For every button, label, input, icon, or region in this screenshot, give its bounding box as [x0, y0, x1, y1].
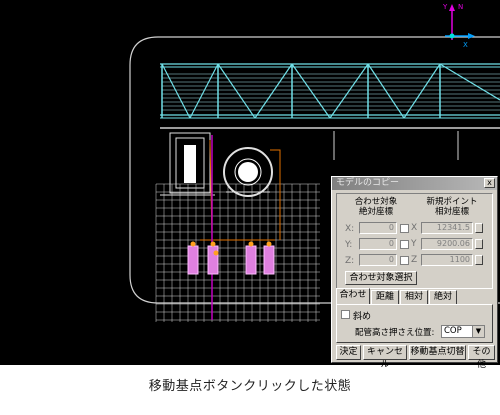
new-x-field[interactable]: 12341.5 [421, 222, 473, 234]
new-y-field[interactable]: 9200.06 [421, 238, 473, 250]
tab-distance[interactable]: 距離 [371, 290, 399, 304]
target-x-field[interactable]: 0 [359, 222, 397, 234]
grid-floor [155, 183, 320, 322]
equipment-blocks [187, 245, 275, 275]
equip-3 [245, 245, 257, 275]
lock-z-checkbox[interactable] [400, 256, 409, 265]
equip-2 [207, 245, 219, 275]
caption: 移動基点ボタンクリックした状態 [148, 379, 352, 394]
pipe-2 [270, 149, 281, 240]
axis-x-label: X [463, 41, 468, 49]
lock-y-label: Y [411, 239, 417, 249]
close-icon: x [487, 178, 492, 187]
tank-inner [234, 158, 262, 186]
pipe-height-select[interactable]: COP ▼ [441, 325, 485, 338]
chevron-down-icon: ▼ [472, 326, 484, 337]
tab-relative[interactable]: 相対 [400, 290, 428, 304]
lock-y-checkbox[interactable] [400, 240, 409, 249]
target-header-line2: 絶対座標 [358, 207, 393, 217]
axis-indicator: Y N X [442, 3, 475, 49]
lock-x-label: X [411, 223, 418, 233]
target-z-field[interactable]: 0 [359, 254, 397, 266]
confirm-button[interactable]: 決定 [336, 345, 361, 360]
new-point-header: 新規ポイント 相対座標 [419, 197, 485, 217]
select-target-button[interactable]: 合わせ対象選択 [345, 271, 417, 285]
pipe-height-value: COP [444, 326, 462, 336]
cad-line [161, 63, 191, 119]
tab-align[interactable]: 合わせ [336, 288, 370, 305]
cad-line [367, 63, 405, 119]
equip-1 [187, 245, 199, 275]
coord-row-y: Y: 0 Y 9200.06 [337, 238, 492, 252]
target-y-field[interactable]: 0 [359, 238, 397, 250]
equip-4 [263, 245, 275, 275]
cad-line [329, 63, 369, 119]
coord-row-z: Z: 0 Z 1100 [337, 254, 492, 268]
equipment-markers [190, 241, 272, 256]
lock-z-label: Z [411, 255, 418, 265]
tank-outer [223, 147, 273, 197]
spin-y-button[interactable] [475, 239, 483, 249]
pipe-height-label: 配管高さ押さえ位置: [355, 328, 435, 338]
lock-x-checkbox[interactable] [400, 224, 409, 233]
truss-structure [160, 63, 500, 119]
cad-line [254, 63, 293, 119]
room-outline [129, 36, 500, 304]
tab-panel: 斜め 配管高さ押さえ位置: COP ▼ [336, 304, 493, 343]
machine-inner [175, 137, 205, 189]
cad-line [403, 63, 441, 119]
origin-dot [449, 33, 455, 39]
axis-n-label: N [458, 3, 463, 11]
other-button[interactable]: その他 [468, 345, 495, 370]
close-button[interactable]: x [484, 178, 495, 188]
new-point-header-line1: 新規ポイント [426, 197, 478, 207]
tank-unit [223, 147, 273, 197]
tank-core [238, 162, 258, 182]
coordinate-panel: 合わせ対象 絶対座標 新規ポイント 相対座標 X: 0 X 12341.5 Y:… [336, 193, 493, 289]
cancel-button[interactable]: キャンセル [363, 345, 407, 370]
dialog-titlebar[interactable]: モデルのコピー x [332, 177, 497, 190]
model-copy-dialog: モデルのコピー x 合わせ対象 絶対座標 新規ポイント 相対座標 X: 0 X … [331, 176, 498, 370]
diagonal-checkbox[interactable] [341, 310, 350, 319]
coord-row-axis: Y: [345, 240, 353, 250]
spin-x-button[interactable] [475, 223, 483, 233]
move-base-button[interactable]: 移動基点切替 [409, 345, 466, 360]
target-header: 合わせ対象 絶対座標 [347, 197, 405, 217]
machine-core [184, 145, 196, 183]
cad-line [291, 63, 331, 119]
target-header-line1: 合わせ対象 [354, 197, 398, 207]
new-point-header-line2: 相対座標 [434, 207, 469, 217]
tab-absolute[interactable]: 絶対 [429, 290, 457, 304]
machine-unit [160, 132, 215, 196]
y-axis-arrow [449, 4, 455, 11]
cad-drawing: Y N X [129, 3, 500, 322]
cad-line [439, 63, 500, 101]
axis-y-label: Y [442, 3, 448, 11]
cad-line [189, 63, 219, 119]
coord-row-axis: X: [345, 224, 355, 234]
new-z-field[interactable]: 1100 [421, 254, 473, 266]
dialog-title: モデルのコピー [336, 178, 400, 188]
coord-row-x: X: 0 X 12341.5 [337, 222, 492, 236]
cad-line [217, 63, 256, 119]
coord-row-axis: Z: [345, 256, 355, 266]
diagonal-label: 斜め [353, 312, 372, 322]
x-axis-arrow [468, 33, 475, 39]
spin-z-button[interactable] [475, 255, 483, 265]
